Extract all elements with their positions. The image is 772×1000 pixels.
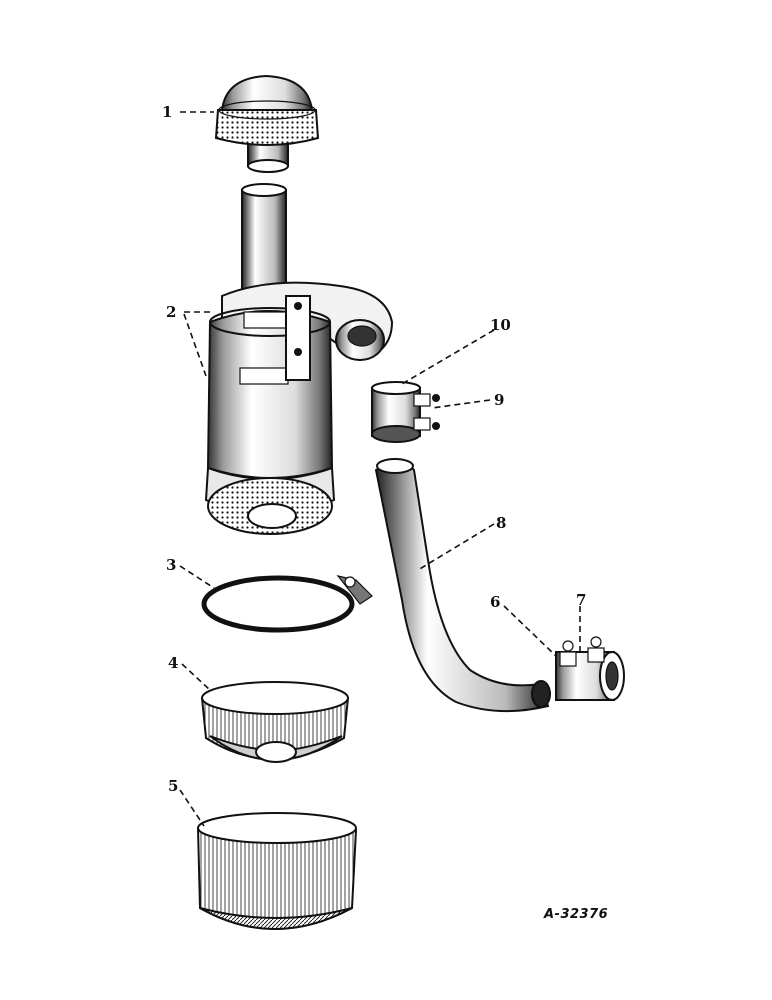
callout-4: 4	[168, 654, 178, 672]
callout-6: 6	[490, 593, 500, 611]
part-6-7-lower-hose-clamp	[555, 636, 625, 701]
part-3-clamp-band	[201, 575, 373, 633]
callout-10: 10	[490, 316, 511, 334]
part-9-10-upper-hose-clamp	[371, 381, 440, 443]
part-4-oil-cup	[200, 681, 350, 763]
part-8-hose	[374, 458, 551, 713]
callout-9: 9	[494, 391, 504, 409]
part-1-precleaner-cap	[214, 74, 320, 173]
part-2-air-cleaner-body	[204, 183, 394, 535]
callout-3: 3	[166, 556, 176, 574]
reference-number: A-32376	[543, 907, 608, 922]
callout-2: 2	[166, 303, 176, 321]
leader-lines	[179, 111, 581, 827]
callout-1: 1	[162, 103, 172, 121]
callout-5: 5	[168, 777, 178, 795]
callout-7: 7	[576, 591, 586, 609]
part-5-outer-cup	[196, 812, 358, 930]
callout-8: 8	[496, 514, 506, 532]
